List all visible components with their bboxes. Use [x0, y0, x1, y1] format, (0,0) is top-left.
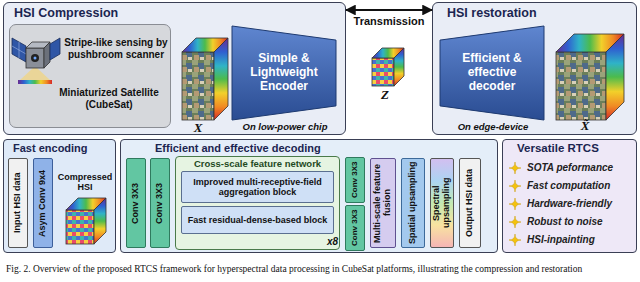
panel-title: Versatile RTCS — [517, 142, 599, 155]
block-label: Multi-scale feature fusion — [373, 160, 393, 246]
decoder-trapezoid: Efficient & effective decoder — [440, 26, 544, 120]
drawing-part — [66, 198, 106, 210]
cube-symbol: X — [190, 121, 206, 136]
cube-symbol: X̃ — [572, 119, 598, 134]
input-block: Input HSI data — [8, 158, 28, 248]
trapezoid-shape — [232, 26, 336, 120]
lens — [31, 54, 39, 62]
cubesat-body — [26, 48, 44, 68]
spatial-upsampling-block: Spatial upsampling — [401, 158, 425, 248]
fusion-block: Multi-scale feature fusion — [370, 158, 396, 248]
panel-title: HSI Compression — [14, 6, 118, 20]
drawing-part — [94, 198, 106, 244]
compressed-cube-z — [372, 48, 404, 86]
cross-scale-group: Cross-scale feature networkImproved mult… — [175, 156, 340, 250]
drawing-part — [394, 48, 404, 86]
cube-caption: Compressed HSI — [56, 172, 114, 193]
block-label: Simple & Lightweight Encoder — [241, 52, 327, 93]
figure-caption: Fig. 2. Overview of the proposed RTCS fr… — [6, 264, 582, 275]
edge-label: Transmission — [344, 15, 434, 28]
feature-item: Hardware-friendly — [527, 198, 612, 210]
panel-title: HSI restoration — [447, 6, 537, 20]
drawing-part — [556, 34, 624, 52]
decoding-panel: Efficient and effective decodingConv 3X3… — [120, 139, 498, 253]
block-label: Conv 3X3 — [351, 159, 360, 201]
hsi-cube-x — [182, 38, 228, 120]
features-panel: Versatile RTCS SOTA peformanceFast comput… — [502, 139, 637, 253]
spectral-upsampling-block: Spectral upsampling — [430, 158, 454, 248]
compressed-cube — [66, 198, 106, 244]
drawing-part — [606, 34, 624, 120]
block-label: Asym Conv 9x4 — [38, 160, 48, 246]
conv-block: Conv 3X3 — [150, 158, 170, 248]
sparkle-icons — [509, 162, 521, 246]
double-arrow — [346, 9, 432, 11]
group-title: Cross-scale feature network — [176, 159, 339, 170]
panel-title: Efficient and effective decoding — [155, 142, 321, 155]
conv-block: Conv 3X3 — [345, 205, 365, 251]
trapezoid-shape — [440, 26, 544, 120]
cubesat-top — [26, 42, 50, 48]
solar-panel — [12, 38, 26, 62]
feature-item: Fast computation — [527, 180, 610, 192]
conv-block: Conv 3X3 — [126, 158, 146, 248]
drawing-part — [509, 180, 521, 192]
drawing-part — [214, 38, 228, 120]
panel-title: Fast encoding — [13, 142, 88, 155]
panel-grid — [12, 46, 26, 54]
drawing-part — [182, 52, 214, 120]
restoration-panel: HSI restorationEfficient & effective dec… — [432, 2, 637, 135]
block-label: Fast residual-dense-based block — [188, 215, 328, 225]
scan-stripe — [18, 80, 52, 84]
block-label: Conv 3X3 — [351, 207, 360, 249]
aggregation-block: Improved multi-receptive-field aggregati… — [181, 171, 334, 203]
block-label: Input HSI data — [13, 160, 23, 246]
scan-beam — [20, 68, 50, 80]
drawing-part — [509, 234, 521, 246]
block-label: Improved multi-receptive-field aggregati… — [185, 177, 330, 198]
sensing-note: Stripe-like sensing by pushbroom scanner — [64, 37, 168, 60]
cube-symbol: Z — [374, 88, 396, 103]
drawing-part — [182, 38, 228, 52]
fast-encoding-panel: Fast encodingInput HSI data Asym Conv 9x4 — [3, 139, 116, 253]
feature-item: Robust to noise — [527, 216, 603, 228]
cubesat-icon — [12, 38, 60, 84]
block-label: Conv 3X3 — [131, 160, 141, 246]
block-label: Spatial upsampling — [408, 160, 418, 246]
asym-conv-block: Asym Conv 9x4 — [33, 158, 53, 248]
encoder-trapezoid: Simple & Lightweight Encoder — [232, 26, 336, 120]
block-label: Conv 3X3 — [155, 160, 165, 246]
hsi-cube-restored — [556, 34, 624, 120]
satellite-name: Miniaturized Satellite (CubeSat) — [50, 87, 168, 110]
drawing-part — [556, 52, 606, 120]
drawing-part — [509, 216, 521, 228]
residual-block: Fast residual-dense-based block — [181, 206, 334, 234]
output-block: Output HSI data — [459, 158, 481, 248]
repeat-count: x8 — [316, 236, 338, 248]
cubesat-side — [44, 42, 50, 68]
feature-item: SOTA peformance — [527, 162, 613, 174]
block-label: Efficient & effective decoder — [449, 52, 535, 93]
hardware-note: On edge-device — [444, 122, 542, 133]
solar-panel — [50, 38, 60, 60]
block-label: Spectral upsampling — [432, 160, 452, 246]
conv-block: Conv 3X3 — [345, 157, 365, 203]
lens-glint — [34, 57, 37, 60]
hardware-note: On low-power chip — [236, 122, 334, 133]
drawing-part — [509, 162, 521, 174]
feature-item: HSI-inpainting — [527, 234, 595, 246]
panel-grid — [19, 42, 20, 58]
drawing-part — [509, 198, 521, 210]
compression-panel: HSI CompressionStripe-like sensing by pu… — [3, 2, 346, 135]
drawing-part — [372, 48, 404, 58]
block-label: Output HSI data — [465, 160, 475, 246]
satellite-box: Stripe-like sensing by pushbroom scanner… — [9, 24, 171, 128]
drawing-part — [372, 58, 394, 86]
drawing-part — [66, 210, 94, 244]
